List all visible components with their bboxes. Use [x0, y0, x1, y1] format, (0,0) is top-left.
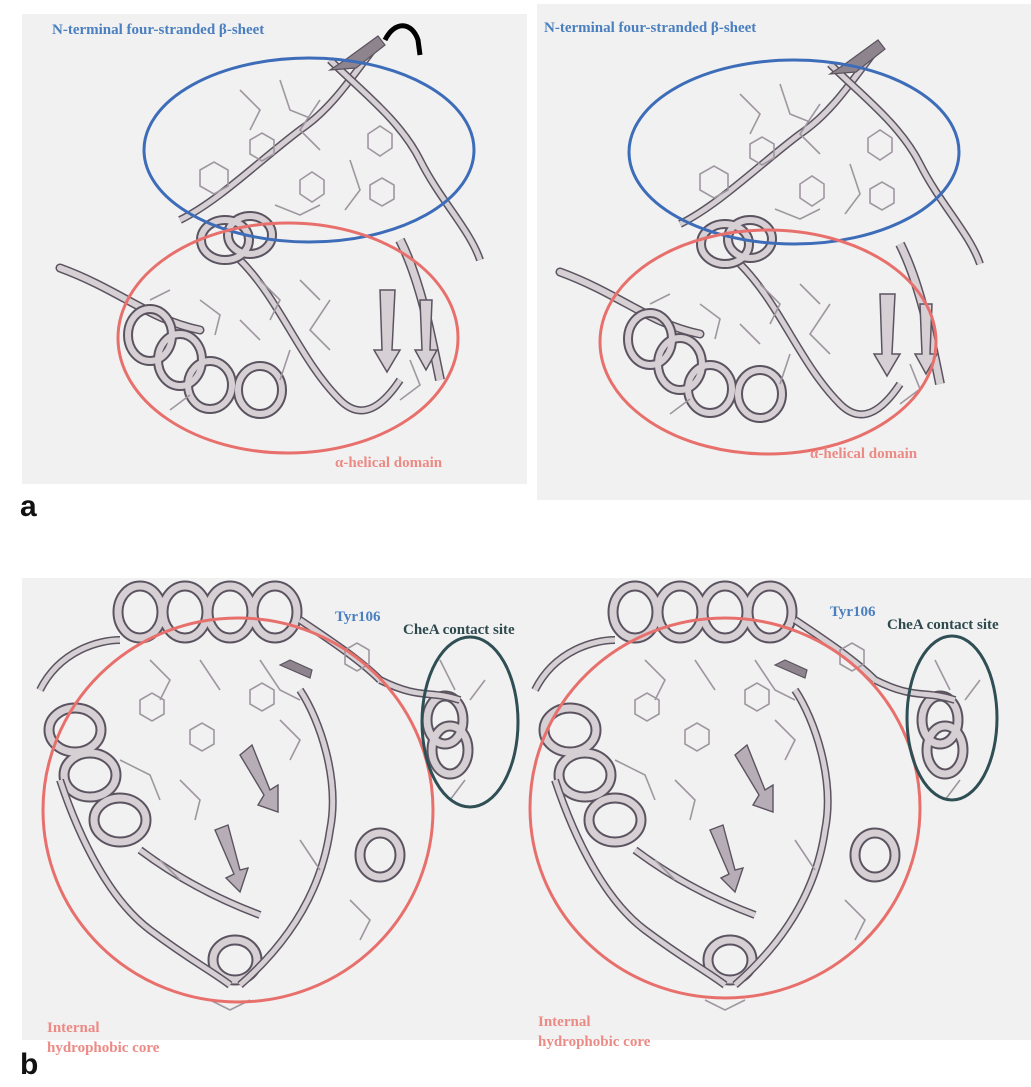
panel-b-right-structure — [535, 586, 980, 1010]
tyr106-label-left: Tyr106 — [335, 609, 381, 626]
chea-contact-label-right: CheA contact site — [887, 617, 999, 634]
annotation-mark — [385, 26, 420, 55]
hydrophobic-core-label-left-line2: hydrophobic core — [47, 1040, 159, 1057]
beta-sheet-ellipse-left — [144, 58, 474, 242]
hydrophobic-core-label-left-line1: Internal — [47, 1020, 100, 1037]
hydrophobic-core-label-right-line2: hydrophobic core — [538, 1034, 650, 1051]
panel-b-letter: b — [20, 1048, 38, 1082]
beta-sheet-label-right: N-terminal four-stranded β-sheet — [544, 20, 756, 37]
hydrophobic-core-label-right-line1: Internal — [538, 1014, 591, 1031]
chea-contact-label-left: CheA contact site — [403, 622, 515, 639]
tyr106-label-right: Tyr106 — [830, 604, 876, 621]
helical-domain-label-right: α-helical domain — [810, 446, 917, 463]
beta-sheet-label-left: N-terminal four-stranded β-sheet — [52, 22, 264, 39]
panel-b-left-structure — [40, 586, 485, 1010]
panel-a-letter: a — [20, 490, 37, 524]
helical-domain-label-left: α-helical domain — [335, 455, 442, 472]
contact-site-ellipse-left — [422, 637, 518, 807]
